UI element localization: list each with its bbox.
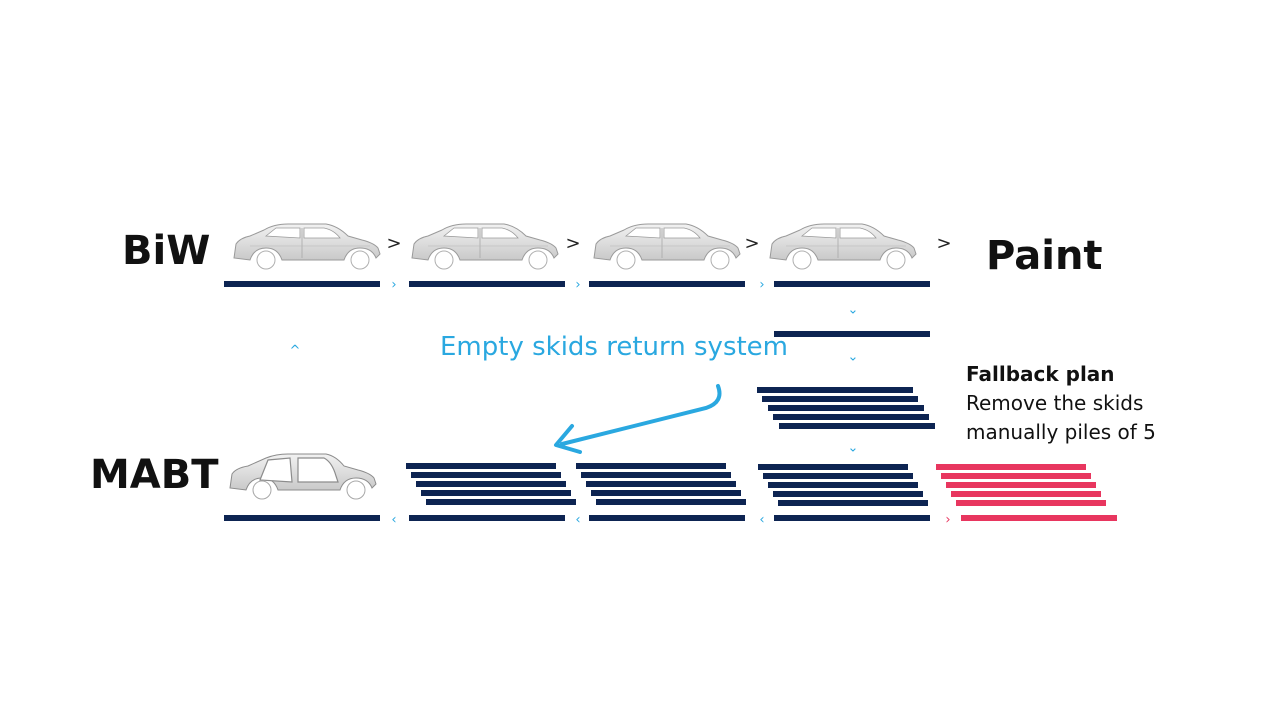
skid-icon [581,472,731,478]
skid-icon [224,281,380,287]
skid-icon [757,387,913,393]
mabt-label: MABT [90,452,219,498]
empty-skids-return-label: Empty skids return system [440,332,789,362]
fallback-plan-line: manually piles of 5 [966,420,1156,444]
fallback-skid-icon [936,464,1086,470]
chevron-down-icon: ⌄ [847,440,859,456]
skid-icon [421,490,571,496]
fallback-skid-icon [941,473,1091,479]
chevron-down-icon: ⌄ [847,302,859,318]
chevron-right-icon: › [391,277,397,293]
chevron-right-icon: > [386,233,402,254]
chevron-up-icon: ^ [289,343,301,359]
skid-icon [768,482,918,488]
skid-icon [774,331,930,337]
skid-icon [773,414,929,420]
paint-label: Paint [986,233,1103,279]
skid-icon [406,463,556,469]
skid-icon [768,405,924,411]
return-arrowhead-icon [554,424,582,454]
skid-icon [224,515,380,521]
chevron-right-icon: > [565,233,581,254]
skid-icon [589,281,745,287]
fallback-skid-icon [956,500,1106,506]
skid-icon [411,472,561,478]
skid-pile-icon [758,464,928,506]
skid-icon [416,481,566,487]
chevron-right-icon: › [575,277,581,293]
skid-icon [576,463,726,469]
skid-icon [762,396,918,402]
fallback-plan-note: Fallback plan Remove the skids manually … [966,360,1156,447]
chevron-right-icon: › [759,277,765,293]
skid-icon [774,515,930,521]
fallback-plan-line: Remove the skids [966,391,1144,415]
skid-pile-icon [757,387,935,429]
skid-icon [596,499,746,505]
fallback-skid-icon [951,491,1101,497]
chevron-left-icon: ‹ [759,512,765,528]
return-arrow-icon [560,384,722,446]
skid-icon [409,515,565,521]
biw-label: BiW [122,228,211,274]
chevron-right-icon: > [936,233,952,254]
chevron-left-icon: ‹ [391,512,397,528]
skid-pile-icon [406,463,576,505]
skid-icon [589,515,745,521]
skid-pile-icon [576,463,746,505]
skid-icon [763,473,913,479]
chevron-right-icon: > [744,233,760,254]
skid-icon [779,423,935,429]
skid-icon [778,500,928,506]
skid-icon [409,281,565,287]
skid-icon [774,281,930,287]
skid-icon [591,490,741,496]
chevron-down-icon: ⌄ [847,349,859,365]
fallback-skid-icon [961,515,1117,521]
chevron-left-icon: ‹ [575,512,581,528]
chevron-right-icon: › [945,512,951,528]
skid-icon [586,481,736,487]
fallback-skid-pile-icon [936,464,1106,506]
fallback-plan-title: Fallback plan [966,362,1115,386]
skid-icon [758,464,908,470]
skid-icon [773,491,923,497]
fallback-skid-icon [946,482,1096,488]
skid-icon [426,499,576,505]
